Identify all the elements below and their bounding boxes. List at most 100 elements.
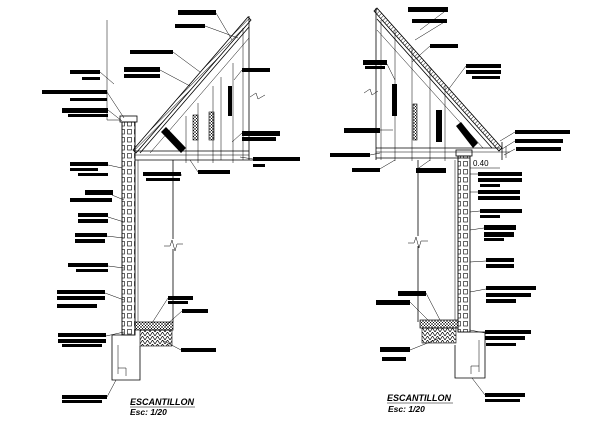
callout-label-block: [253, 164, 265, 167]
callout-label-block: [75, 233, 107, 237]
callout-label-block: [78, 213, 108, 217]
callout-label-block: [58, 333, 106, 337]
callout-label-block: [352, 168, 380, 172]
rafter-end: [161, 127, 186, 153]
roof-rafter-line: [139, 26, 250, 154]
leader-line: [172, 51, 201, 73]
leader-line: [369, 152, 381, 156]
leader-line: [107, 265, 125, 269]
callout-label-block: [57, 290, 105, 294]
leader-line: [189, 159, 199, 173]
leader-line: [386, 63, 396, 81]
callout-label-block: [181, 348, 216, 352]
leader-line: [499, 131, 516, 142]
leader-line: [215, 12, 233, 41]
leader-line: [415, 159, 431, 171]
leader-line: [107, 164, 123, 169]
leader-line: [107, 109, 123, 122]
block-wall: [121, 121, 136, 336]
callout-label-block: [78, 219, 108, 223]
leader-line: [151, 297, 169, 324]
timber-member: [436, 110, 442, 142]
leader-line: [233, 69, 243, 81]
callout-label-block: [124, 67, 160, 72]
callout-label-block: [480, 209, 522, 213]
callout-label-block: [242, 68, 270, 72]
leader-line: [469, 210, 481, 213]
callout-label-block: [398, 291, 426, 296]
callout-label-block: [57, 296, 105, 300]
leader-line: [469, 288, 487, 293]
callout-label-block: [70, 198, 112, 202]
leader-line: [377, 159, 396, 171]
callout-label-block: [478, 190, 520, 194]
drawing-title-left: ESCANTILLON: [130, 397, 194, 407]
callout-label-block: [68, 263, 108, 267]
timber-member: [208, 111, 215, 141]
leader-line: [409, 337, 441, 351]
timber-member: [392, 84, 397, 116]
callout-label-block: [130, 50, 173, 54]
leader-line: [239, 156, 254, 160]
drawing-scale-left: Esc: 1/20: [130, 407, 167, 417]
callout-label-block: [486, 293, 531, 297]
callout-label-block: [198, 170, 230, 174]
callout-label-block: [146, 178, 180, 181]
callout-label-block: [68, 114, 108, 117]
callout-label-block: [253, 157, 300, 161]
callout-label-block: [42, 90, 107, 94]
break-mark: [249, 92, 266, 100]
callout-label-block: [168, 301, 188, 304]
callout-label-block: [70, 70, 100, 74]
callout-label-block: [124, 74, 160, 78]
leader-line: [447, 65, 467, 91]
callout-label-block: [486, 264, 514, 268]
roof-rafter-line: [376, 18, 493, 149]
callout-label-block: [82, 77, 100, 80]
callout-label-block: [485, 399, 520, 402]
callout-label-block: [485, 330, 531, 334]
callout-label-block: [484, 225, 516, 230]
leader-line: [501, 140, 516, 150]
leader-line: [419, 8, 449, 31]
leader-line: [106, 379, 117, 398]
leader-line: [469, 329, 486, 334]
drawing-scale-right: Esc: 1/20: [388, 404, 425, 414]
callout-label-block: [486, 258, 514, 262]
callout-label-block: [363, 60, 387, 65]
annotation-layer: [42, 7, 570, 403]
leader-line: [503, 148, 516, 156]
leader-line: [106, 91, 125, 119]
leader-line: [204, 25, 239, 39]
callout-label-block: [175, 24, 205, 28]
leader-line: [425, 292, 441, 321]
wall-section-right: 0.40 ESCANTILLON Esc: 1/20: [363, 7, 510, 414]
break-mark: [408, 236, 428, 249]
callout-label-block: [344, 128, 380, 133]
callout-label-block: [62, 108, 108, 113]
callout-label-block: [330, 153, 370, 157]
wall-section-left: ESCANTILLON Esc: 1/20: [106, 16, 266, 417]
callout-label-block: [376, 300, 410, 305]
gravel-fill: [139, 329, 173, 347]
footing-step: [118, 367, 127, 376]
dimension-label: 0.40: [473, 159, 489, 168]
callout-label-block: [75, 239, 105, 243]
leader-line: [105, 235, 125, 239]
callout-label-block: [365, 66, 385, 69]
callout-label-block: [466, 70, 501, 74]
footing: [111, 334, 141, 381]
callout-label-block: [242, 131, 280, 136]
gravel-fill: [421, 327, 457, 344]
block-wall: [457, 155, 471, 333]
callout-label-block: [478, 172, 522, 176]
floor-slab: [134, 321, 174, 331]
callout-label-block: [515, 130, 570, 134]
dimension-line: [469, 160, 500, 169]
callout-label-block: [486, 286, 536, 290]
callout-label-block: [408, 7, 448, 12]
callout-label-block: [57, 304, 97, 308]
callout-label-block: [143, 172, 181, 176]
callout-label-block: [480, 215, 500, 218]
